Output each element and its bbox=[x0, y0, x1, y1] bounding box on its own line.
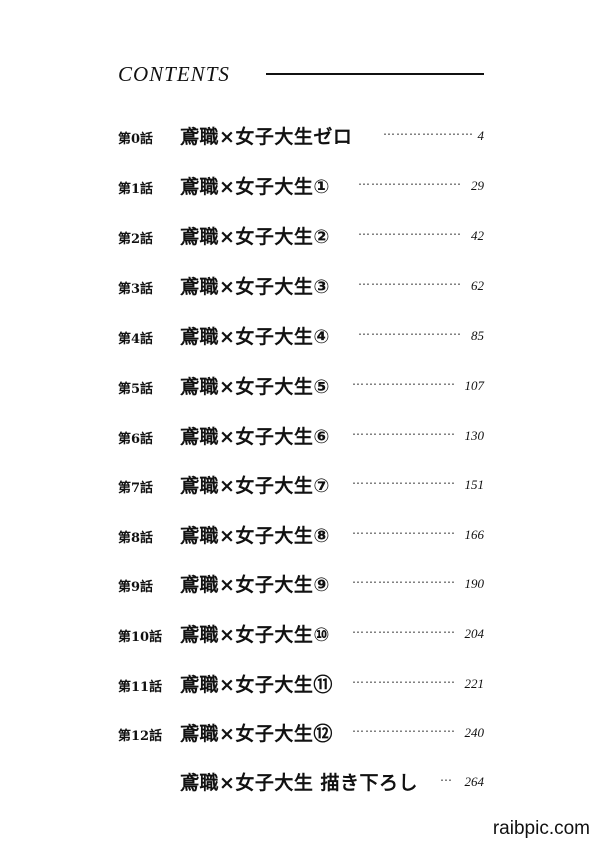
page-number: 29 bbox=[471, 178, 484, 193]
chapter-title: 鳶職×女子大生⑦ bbox=[180, 475, 331, 497]
chapter-number: 第2話 bbox=[118, 232, 154, 247]
page-number: 85 bbox=[471, 328, 484, 343]
leader-dots: …………………… bbox=[352, 572, 456, 586]
chapter-number: 第8話 bbox=[118, 531, 154, 546]
page-number: 107 bbox=[464, 378, 485, 393]
chapter-title: 鳶職×女子大生① bbox=[180, 176, 331, 198]
page-number: 166 bbox=[464, 527, 485, 542]
leader-dots: …………………… bbox=[352, 622, 456, 636]
page-number: 240 bbox=[464, 725, 485, 740]
chapter-title: 鳶職×女子大生⑥ bbox=[180, 426, 331, 448]
page-title: CONTENTS bbox=[118, 62, 230, 86]
chapter-number: 第4話 bbox=[118, 332, 154, 347]
toc-entry[interactable]: 第9話 鳶職×女子大生⑨ …………………… 190 bbox=[0, 570, 600, 600]
chapter-number: 第0話 bbox=[118, 132, 154, 147]
chapter-number: 第7話 bbox=[118, 481, 154, 496]
page-number: 264 bbox=[464, 774, 485, 789]
page-number: 62 bbox=[471, 278, 484, 293]
chapter-title: 鳶職×女子大生⑨ bbox=[180, 574, 331, 596]
toc-entry[interactable]: 第8話 鳶職×女子大生⑧ …………………… 166 bbox=[0, 521, 600, 551]
toc-entry[interactable]: 第3話 鳶職×女子大生③ …………………… 62 bbox=[0, 272, 600, 302]
toc-entry[interactable]: 第11話 鳶職×女子大生⑪ …………………… 221 bbox=[0, 670, 600, 700]
header-rule bbox=[266, 73, 484, 75]
leader-dots: …………………… bbox=[352, 424, 456, 438]
page-number: 130 bbox=[464, 428, 485, 443]
chapter-number: 第10話 bbox=[118, 630, 163, 645]
leader-dots: …………………… bbox=[352, 523, 456, 537]
chapter-title: 鳶職×女子大生⑤ bbox=[180, 376, 331, 398]
leader-dots: …………………… bbox=[358, 324, 462, 338]
toc-entry[interactable]: 第12話 鳶職×女子大生⑫ …………………… 240 bbox=[0, 719, 600, 749]
toc-entry[interactable]: 第1話 鳶職×女子大生① …………………… 29 bbox=[0, 172, 600, 202]
contents-header: CONTENTS bbox=[118, 62, 488, 92]
leader-dots: …………………… bbox=[352, 473, 456, 487]
chapter-title: 鳶職×女子大生④ bbox=[180, 326, 331, 348]
chapter-title: 鳶職×女子大生⑫ bbox=[180, 723, 333, 745]
page-number: 190 bbox=[464, 576, 485, 591]
toc-entry[interactable]: 第4話 鳶職×女子大生④ …………………… 85 bbox=[0, 322, 600, 352]
toc-entry[interactable]: 第6話 鳶職×女子大生⑥ …………………… 130 bbox=[0, 422, 600, 452]
watermark: raibpic.com bbox=[492, 818, 590, 839]
toc-entry[interactable]: 第0話 鳶職×女子大生ゼロ …………………… 4 bbox=[0, 122, 600, 152]
leader-dots: …………………… bbox=[358, 224, 462, 238]
leader-dots: …………………… bbox=[383, 124, 473, 138]
chapter-number: 第5話 bbox=[118, 382, 154, 397]
toc-entry[interactable]: 第7話 鳶職×女子大生⑦ …………………… 151 bbox=[0, 471, 600, 501]
toc-entry[interactable]: 第10話 鳶職×女子大生⑩ …………………… 204 bbox=[0, 620, 600, 650]
chapter-title: 鳶職×女子大生 描き下ろし bbox=[180, 772, 419, 794]
chapter-number: 第3話 bbox=[118, 282, 154, 297]
leader-dots: …………………… bbox=[352, 672, 456, 686]
toc-entry[interactable]: 第5話 鳶職×女子大生⑤ …………………… 107 bbox=[0, 372, 600, 402]
leader-dots: … bbox=[440, 770, 453, 784]
chapter-number: 第1話 bbox=[118, 182, 154, 197]
chapter-title: 鳶職×女子大生⑪ bbox=[180, 674, 333, 696]
chapter-number: 第12話 bbox=[118, 729, 163, 744]
chapter-title: 鳶職×女子大生⑩ bbox=[180, 624, 331, 646]
leader-dots: …………………… bbox=[358, 174, 462, 188]
page-number: 4 bbox=[477, 128, 485, 143]
leader-dots: …………………… bbox=[352, 721, 456, 735]
chapter-title: 鳶職×女子大生② bbox=[180, 226, 331, 248]
page-number: 221 bbox=[464, 676, 485, 691]
toc-entry[interactable]: 第2話 鳶職×女子大生② …………………… 42 bbox=[0, 222, 600, 252]
chapter-number: 第6話 bbox=[118, 432, 154, 447]
chapter-number: 第11話 bbox=[118, 680, 163, 695]
page-number: 204 bbox=[464, 626, 485, 641]
chapter-title: 鳶職×女子大生⑧ bbox=[180, 525, 331, 547]
toc-entry[interactable]: 鳶職×女子大生 描き下ろし … 264 bbox=[0, 768, 600, 798]
leader-dots: …………………… bbox=[358, 274, 462, 288]
chapter-number: 第9話 bbox=[118, 580, 154, 595]
page-number: 42 bbox=[471, 228, 484, 243]
leader-dots: …………………… bbox=[352, 374, 456, 388]
chapter-title: 鳶職×女子大生ゼロ bbox=[180, 126, 353, 148]
chapter-title: 鳶職×女子大生③ bbox=[180, 276, 331, 298]
page-number: 151 bbox=[464, 477, 485, 492]
